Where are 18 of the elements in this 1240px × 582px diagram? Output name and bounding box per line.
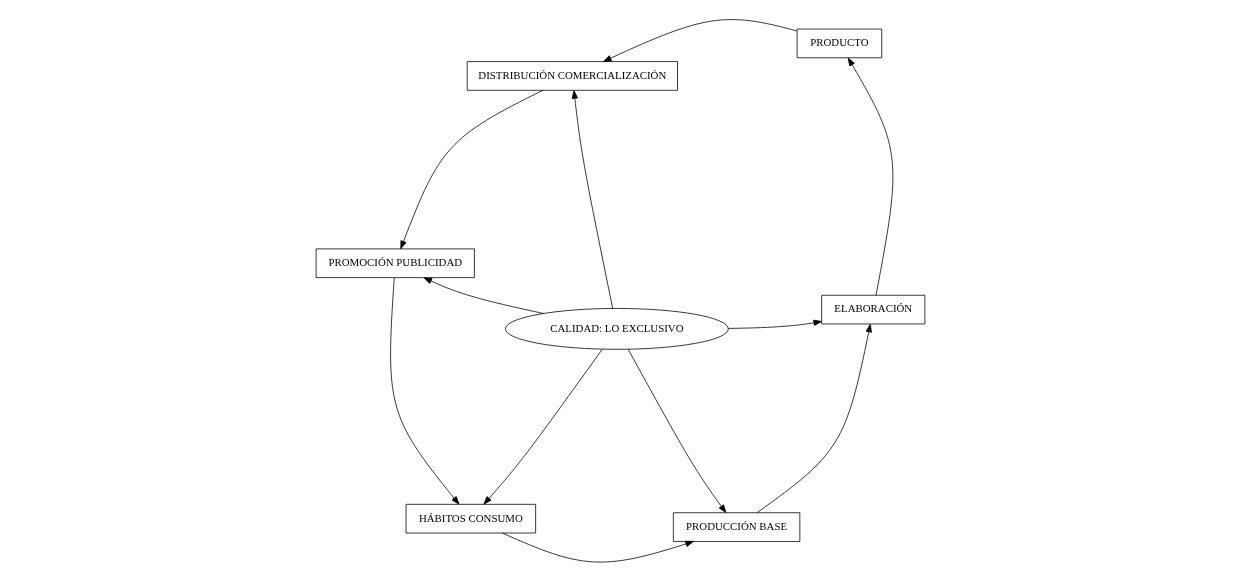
arrow xyxy=(627,349,726,514)
node-box: DISTRIBUCIÓN COMERCIALIZACIÓN xyxy=(466,61,678,91)
arrow xyxy=(571,90,613,309)
node-box: PRODUCTO xyxy=(796,28,882,59)
node-box: PROMOCIÓN PUBLICIDAD xyxy=(315,248,475,278)
arrow xyxy=(399,89,543,250)
node-ellipse: CALIDAD: LO EXCLUSIVO xyxy=(504,308,729,350)
arrow xyxy=(756,323,872,514)
arrow xyxy=(501,532,694,563)
arrow xyxy=(847,57,893,296)
arrow xyxy=(727,319,822,329)
node-box: HÁBITOS CONSUMO xyxy=(405,503,536,534)
arrow xyxy=(423,277,544,314)
arrow xyxy=(482,348,603,505)
node-box: PRODUCCIÓN BASE xyxy=(672,512,800,542)
arrow xyxy=(389,277,459,505)
arrow xyxy=(602,19,797,62)
node-box: ELABORACIÓN xyxy=(820,294,925,325)
